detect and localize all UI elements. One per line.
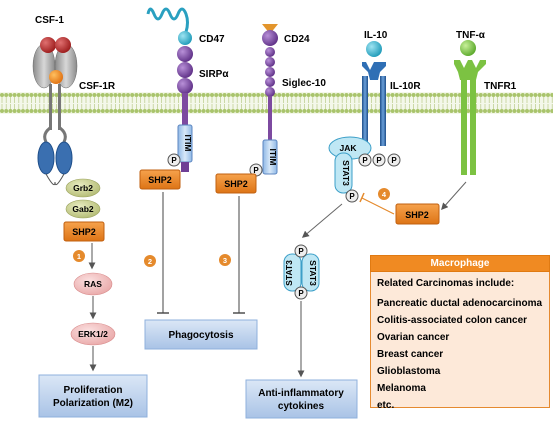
tnfa-label: TNF-α xyxy=(456,30,486,41)
inhibit-sirpa xyxy=(157,192,169,314)
cd24-label: CD24 xyxy=(284,34,310,45)
phospho-sirpa: P xyxy=(167,153,181,167)
svg-text:STAT3: STAT3 xyxy=(341,160,351,186)
svg-text:JAK: JAK xyxy=(339,143,357,153)
gab2-node: Gab2 xyxy=(65,199,101,219)
macrophage-panel: Related Carcinomas include: Pancreatic d… xyxy=(370,272,550,411)
siglec10-receptor xyxy=(262,47,278,175)
cd47-label: CD47 xyxy=(199,34,225,45)
ras-node: RAS xyxy=(73,272,113,296)
shp2-box-tnfr1: SHP2 xyxy=(395,203,440,225)
macrophage-line: Pancreatic ductal adenocarcinoma xyxy=(377,298,543,309)
tnfr1-receptor xyxy=(454,60,486,175)
svg-text:P: P xyxy=(298,247,304,256)
macrophage-line: Glioblastoma xyxy=(377,366,441,377)
sirpa-label: SIRPα xyxy=(199,69,229,80)
cell-membrane xyxy=(0,92,553,114)
antiinflammatory-box: Anti-inflammatory cytokines xyxy=(245,379,358,419)
il10-label: IL-10 xyxy=(364,30,388,41)
macrophage-line: etc. xyxy=(377,400,395,411)
svg-text:Proliferation: Proliferation xyxy=(64,385,123,396)
il10r-receptor xyxy=(362,62,386,146)
svg-text:SHP2: SHP2 xyxy=(224,179,248,189)
inhibit-siglec10 xyxy=(233,196,245,314)
arrow-tnfr1-shp2 xyxy=(441,181,467,211)
svg-text:STAT3: STAT3 xyxy=(308,260,318,286)
shp2-box-sirpa: SHP2 xyxy=(139,169,181,190)
svg-text:3: 3 xyxy=(223,256,227,265)
svg-text:P: P xyxy=(391,156,397,165)
macrophage-line: Melanoma xyxy=(377,383,426,394)
csf1r-receptor xyxy=(32,43,78,186)
phospho-il10r-2: P xyxy=(372,153,386,167)
il10r-label: IL-10R xyxy=(390,81,421,92)
macrophage-line: Colitis-associated colon cancer xyxy=(377,315,528,326)
svg-text:SHP2: SHP2 xyxy=(148,175,172,185)
step-2-badge: 2 xyxy=(144,255,156,267)
svg-text:Gab2: Gab2 xyxy=(72,204,94,214)
svg-text:cytokines: cytokines xyxy=(278,401,325,412)
svg-text:STAT3: STAT3 xyxy=(284,260,294,286)
tnfa-ligand xyxy=(460,40,476,56)
svg-text:RAS: RAS xyxy=(84,279,102,289)
svg-text:Anti-inflammatory: Anti-inflammatory xyxy=(258,388,344,399)
svg-text:P: P xyxy=(362,156,368,165)
erk-node: ERK1/2 xyxy=(70,322,116,346)
svg-text:SHP2: SHP2 xyxy=(405,210,429,220)
svg-text:P: P xyxy=(253,166,259,175)
cd47-ligand xyxy=(146,7,192,45)
grb2-node: Grb2 xyxy=(65,178,101,198)
svg-text:P: P xyxy=(298,289,304,298)
svg-text:ERK1/2: ERK1/2 xyxy=(78,329,108,339)
stat3-dimer: STAT3 STAT3 P P xyxy=(283,244,320,300)
itim-label-sirpa: ITIM xyxy=(183,135,193,152)
arrow-stat3-dimer xyxy=(301,203,343,238)
svg-text:P: P xyxy=(171,156,177,165)
phospho-il10r-1: P xyxy=(358,153,372,167)
svg-text:4: 4 xyxy=(382,190,387,199)
macrophage-line: Ovarian cancer xyxy=(377,332,450,343)
step-1-badge: 1 xyxy=(73,250,85,262)
itim-label-siglec10: ITIM xyxy=(268,149,278,166)
shp2-box-siglec10: SHP2 xyxy=(215,173,257,194)
cd24-ligand xyxy=(262,24,278,46)
phospho-il10r-3: P xyxy=(387,153,401,167)
csf1-ligand xyxy=(40,37,71,84)
svg-text:Grb2: Grb2 xyxy=(73,183,93,193)
svg-text:2: 2 xyxy=(148,257,152,266)
svg-text:P: P xyxy=(376,156,382,165)
sirpa-receptor xyxy=(177,46,193,172)
proliferation-box: Proliferation Polarization (M2) xyxy=(38,374,148,418)
tnfr1-label: TNFR1 xyxy=(484,81,517,92)
stat3-monomer: STAT3 xyxy=(334,152,353,194)
phagocytosis-box: Phagocytosis xyxy=(144,319,258,350)
svg-text:Polarization (M2): Polarization (M2) xyxy=(53,398,133,409)
il10-ligand xyxy=(366,41,382,57)
svg-text:P: P xyxy=(349,192,355,201)
step-4-badge: 4 xyxy=(378,188,390,200)
shp2-box-csf1r: SHP2 xyxy=(63,221,105,242)
step-3-badge: 3 xyxy=(219,254,231,266)
svg-text:Phagocytosis: Phagocytosis xyxy=(168,330,233,341)
csf1r-label: CSF-1R xyxy=(79,81,116,92)
siglec10-label: Siglec-10 xyxy=(282,78,326,89)
csf1-label: CSF-1 xyxy=(35,15,64,26)
macrophage-line: Related Carcinomas include: xyxy=(377,278,515,289)
phospho-stat3: P xyxy=(345,189,359,203)
svg-text:1: 1 xyxy=(77,252,81,261)
inhibit-shp2-stat3 xyxy=(359,192,395,215)
svg-text:SHP2: SHP2 xyxy=(72,227,96,237)
macrophage-title: Macrophage xyxy=(370,255,550,272)
macrophage-line: Breast cancer xyxy=(377,349,444,360)
